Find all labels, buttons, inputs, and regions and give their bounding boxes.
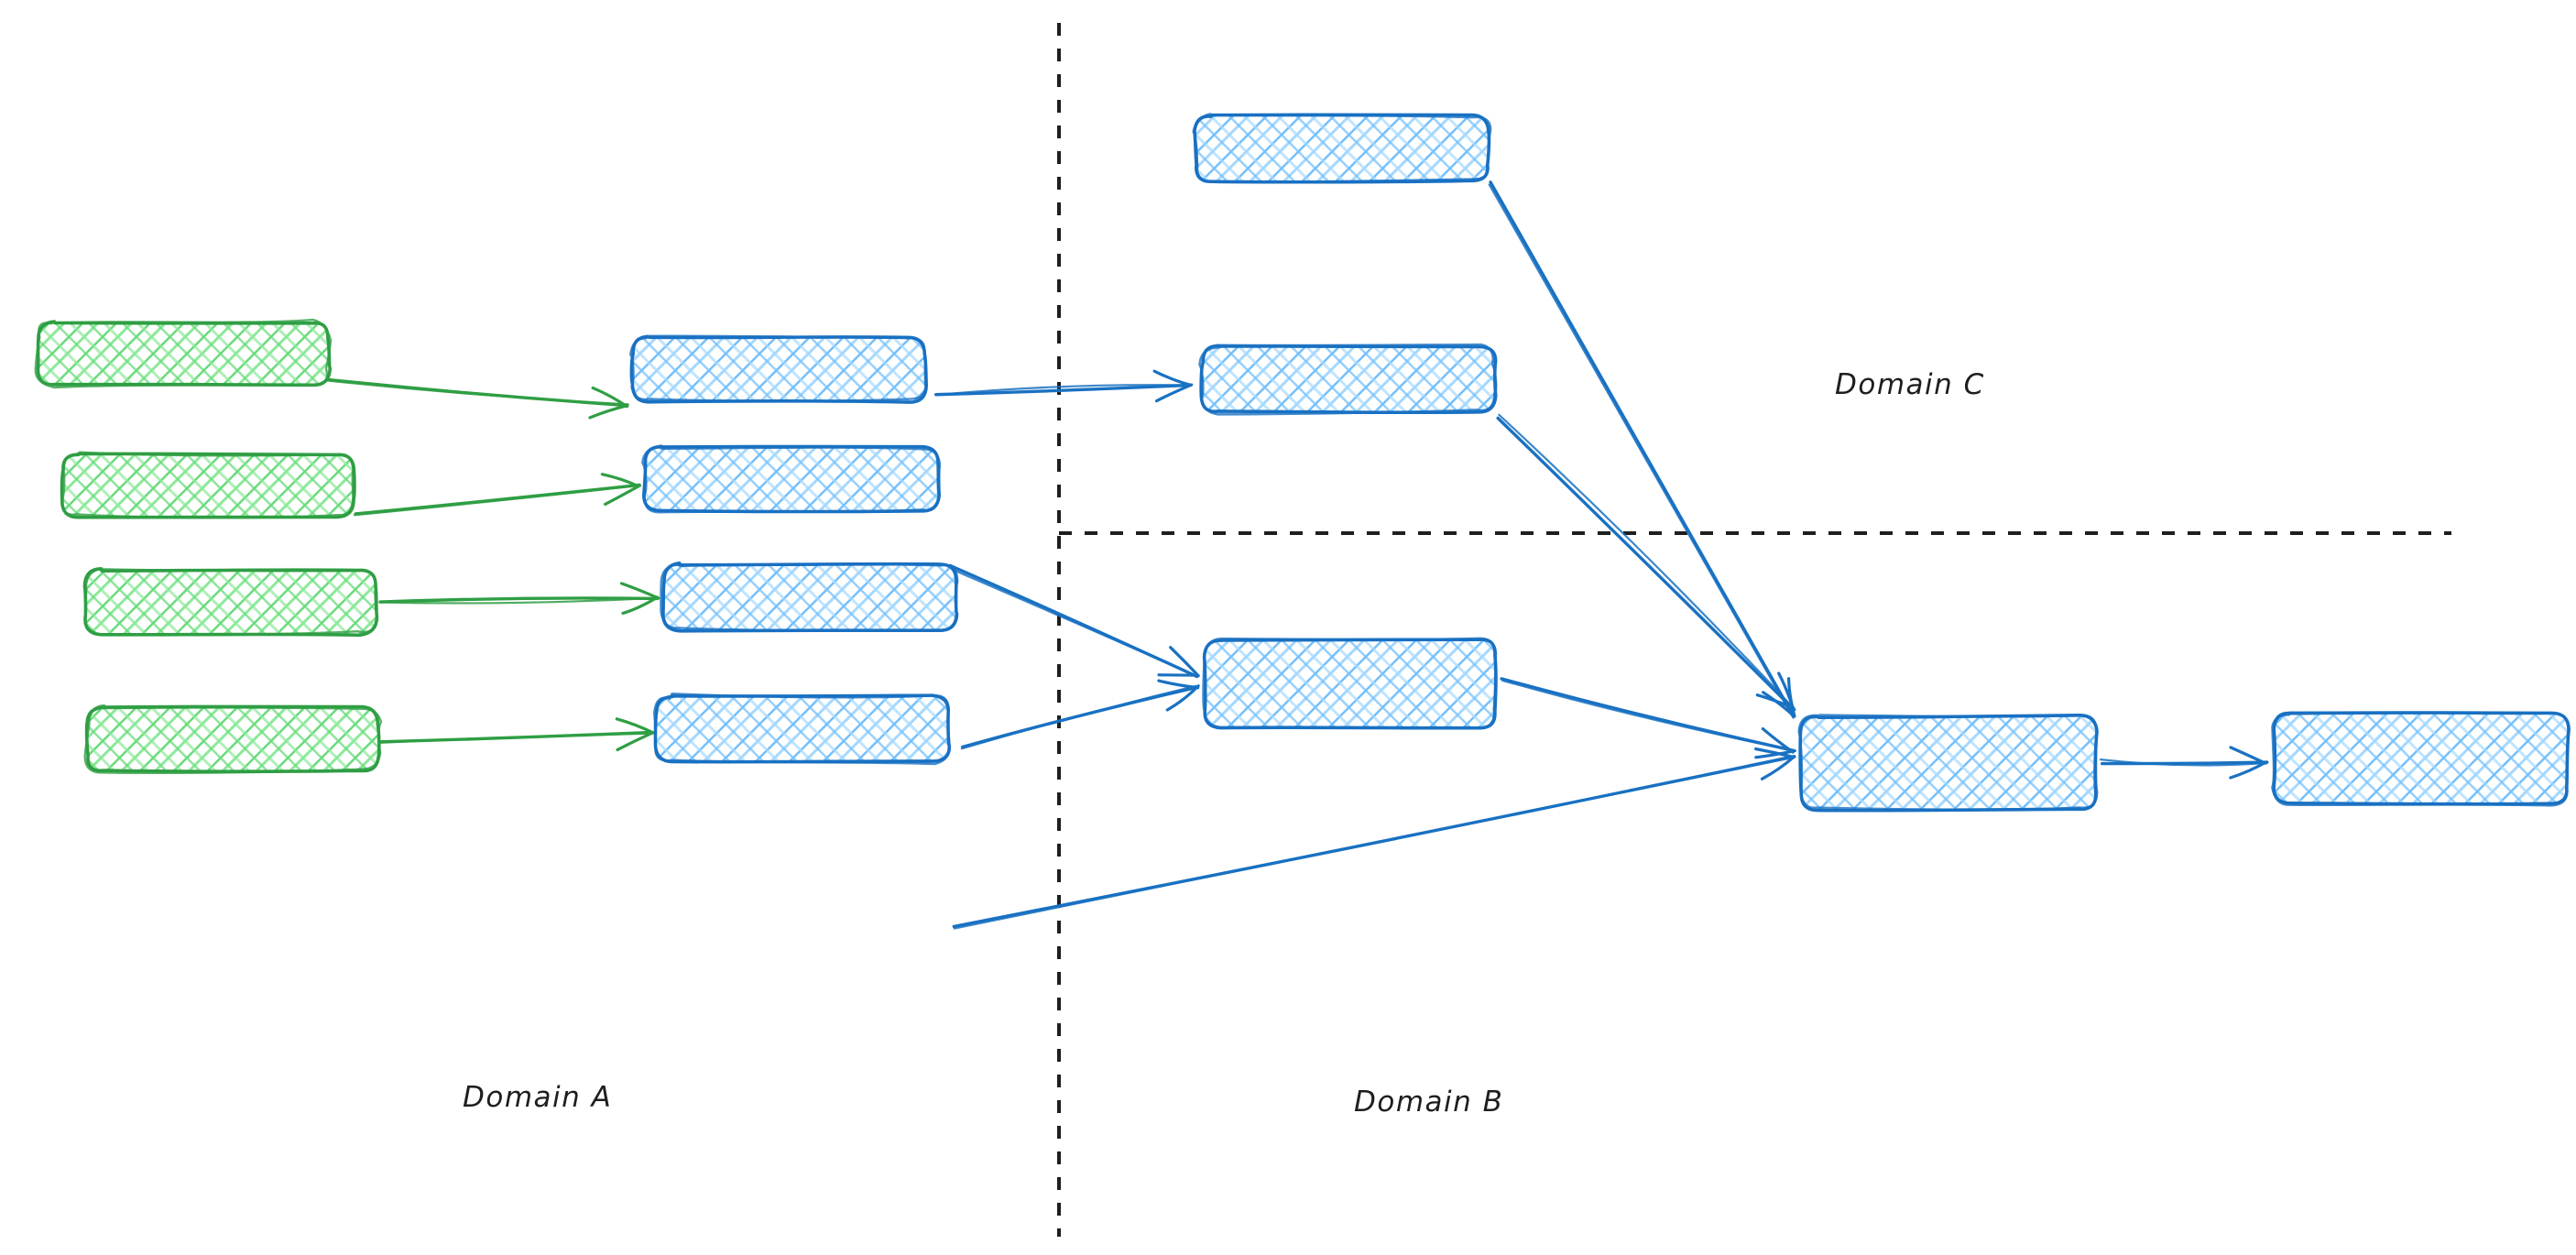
node-b1[interactable]	[628, 334, 929, 404]
edge-hub-to-final	[2099, 746, 2269, 780]
domain-a-label: Domain A	[463, 1081, 613, 1114]
edge-c1-to-hub	[1488, 180, 1796, 719]
node-c1[interactable]	[1192, 113, 1492, 184]
node-final[interactable]	[2271, 711, 2571, 807]
edge-c3-to-hub	[1500, 677, 1796, 759]
node-b4[interactable]	[652, 693, 952, 766]
domain-b-label: Domain B	[1354, 1086, 1504, 1119]
edge-b3-to-c3	[960, 679, 1200, 750]
node-b2[interactable]	[641, 444, 942, 514]
domain-c-label: Domain C	[1835, 368, 1985, 401]
node-hit-a4[interactable]	[87, 707, 378, 771]
node-a3[interactable]	[82, 566, 379, 638]
node-hit-b3[interactable]	[663, 564, 956, 630]
node-hit-final[interactable]	[2275, 713, 2568, 804]
edge-b1-to-c2	[934, 369, 1194, 403]
node-a2[interactable]	[60, 451, 356, 519]
node-c2[interactable]	[1198, 343, 1498, 416]
edge-a1-to-b1	[325, 377, 629, 420]
node-hit-a1[interactable]	[38, 322, 329, 385]
node-a4[interactable]	[83, 704, 383, 775]
edge-layer	[325, 180, 2269, 930]
edge-a3-to-b3	[378, 582, 660, 616]
node-a1[interactable]	[34, 318, 333, 389]
node-c3[interactable]	[1202, 637, 1498, 730]
node-b3[interactable]	[660, 561, 959, 633]
node-hit-c2[interactable]	[1202, 346, 1495, 412]
node-hit-a2[interactable]	[62, 454, 354, 517]
edge-b2-to-c3	[948, 563, 1200, 679]
node-hit-a3[interactable]	[85, 570, 377, 634]
edge-a4-to-b4	[377, 717, 655, 752]
node-hit-b2[interactable]	[645, 447, 938, 511]
edge-c2-to-hub	[1496, 413, 1796, 712]
node-hit-c1[interactable]	[1195, 115, 1489, 181]
node-layer	[34, 113, 2571, 813]
node-hit-b4[interactable]	[656, 696, 949, 762]
divider-layer	[1057, 23, 2451, 1237]
edge-b4-to-hub	[952, 747, 1796, 930]
node-hit-hub[interactable]	[1801, 716, 2096, 810]
edge-a2-to-b2	[353, 473, 642, 517]
node-hit-c3[interactable]	[1205, 639, 1496, 727]
node-hub[interactable]	[1797, 714, 2099, 813]
node-hit-b1[interactable]	[632, 337, 925, 401]
